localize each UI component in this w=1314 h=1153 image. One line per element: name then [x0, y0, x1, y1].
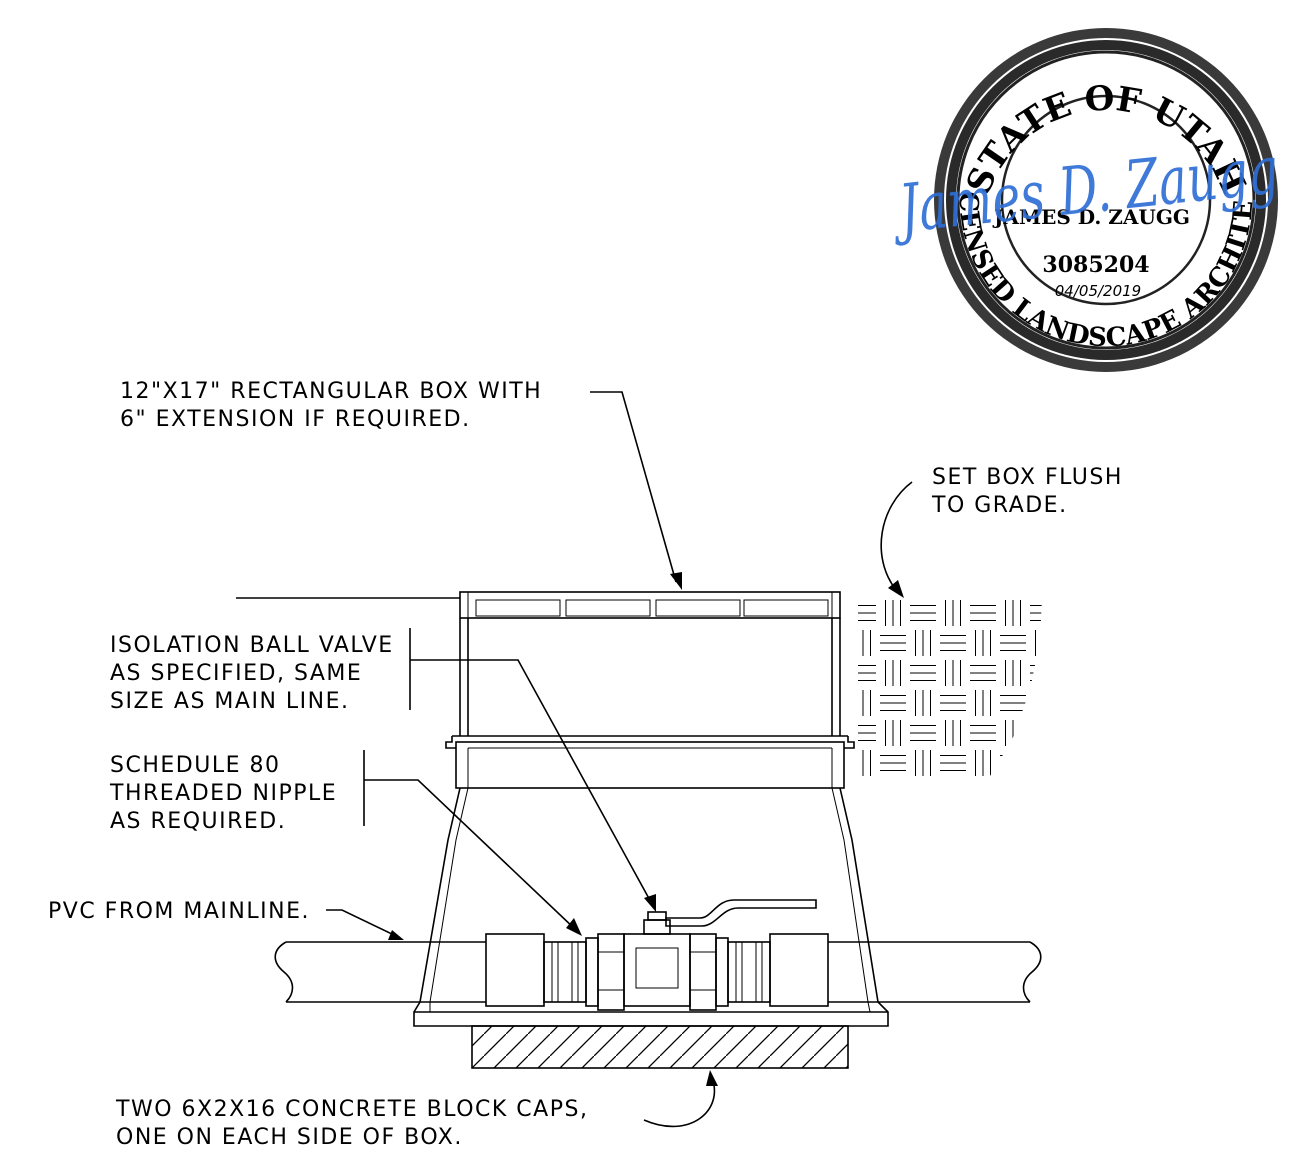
coupling-right — [769, 933, 829, 1007]
coupling-left — [485, 933, 545, 1007]
callout-box: 12"X17" RECTANGULAR BOX WITH 6" EXTENSIO… — [120, 379, 542, 432]
note-flush-line1: SET BOX FLUSH — [932, 465, 1123, 490]
seal-name: JAMES D. ZAUGG — [992, 205, 1190, 229]
callout-valve: ISOLATION BALL VALVE AS SPECIFIED, SAME … — [110, 633, 394, 714]
note-nipple-line1: SCHEDULE 80 — [110, 753, 280, 778]
valve-handle — [665, 899, 817, 927]
concrete-block-caps — [471, 1025, 849, 1069]
note-nipple-line3: AS REQUIRED. — [110, 809, 286, 834]
callout-nipple: SCHEDULE 80 THREADED NIPPLE AS REQUIRED. — [109, 753, 337, 834]
seal-license-number: 3085204 — [1042, 252, 1149, 278]
valve-box — [413, 591, 889, 1027]
note-valve-line1: ISOLATION BALL VALVE — [110, 633, 394, 658]
architect-seal: STATE OF UTAH LICENSED LANDSCAPE ARCHITE… — [0, 0, 1282, 372]
note-valve-line2: AS SPECIFIED, SAME — [110, 661, 362, 686]
note-valve-line3: SIZE AS MAIN LINE. — [110, 689, 350, 714]
note-box-line1: 12"X17" RECTANGULAR BOX WITH — [120, 379, 542, 404]
pipe-fittings — [485, 899, 829, 1011]
leader-lines — [326, 391, 913, 1128]
box-body — [413, 787, 889, 1027]
nipple-right — [727, 941, 771, 1003]
pvc-mainline-pipe — [274, 941, 1042, 1003]
note-nipple-line2: THREADED NIPPLE — [109, 781, 337, 806]
union-nut-right — [689, 933, 717, 1011]
box-collar — [455, 741, 845, 789]
note-box-line2: 6" EXTENSION IF REQUIRED. — [120, 407, 471, 432]
callout-flush: SET BOX FLUSH TO GRADE. — [931, 465, 1123, 518]
union-nut-left — [597, 933, 625, 1011]
callout-block: TWO 6X2X16 CONCRETE BLOCK CAPS, ONE ON E… — [115, 1097, 588, 1150]
box-lid — [459, 591, 841, 619]
seal-date: 04/05/2019 — [1055, 282, 1141, 300]
note-block-line2: ONE ON EACH SIDE OF BOX. — [116, 1125, 463, 1150]
nipple-left — [543, 941, 587, 1003]
soil-hatch — [850, 600, 1042, 776]
note-pvc: PVC FROM MAINLINE. — [48, 899, 310, 924]
ball-valve-body — [623, 933, 691, 1007]
note-flush-line2: TO GRADE. — [931, 493, 1068, 518]
note-block-line1: TWO 6X2X16 CONCRETE BLOCK CAPS, — [115, 1097, 588, 1122]
